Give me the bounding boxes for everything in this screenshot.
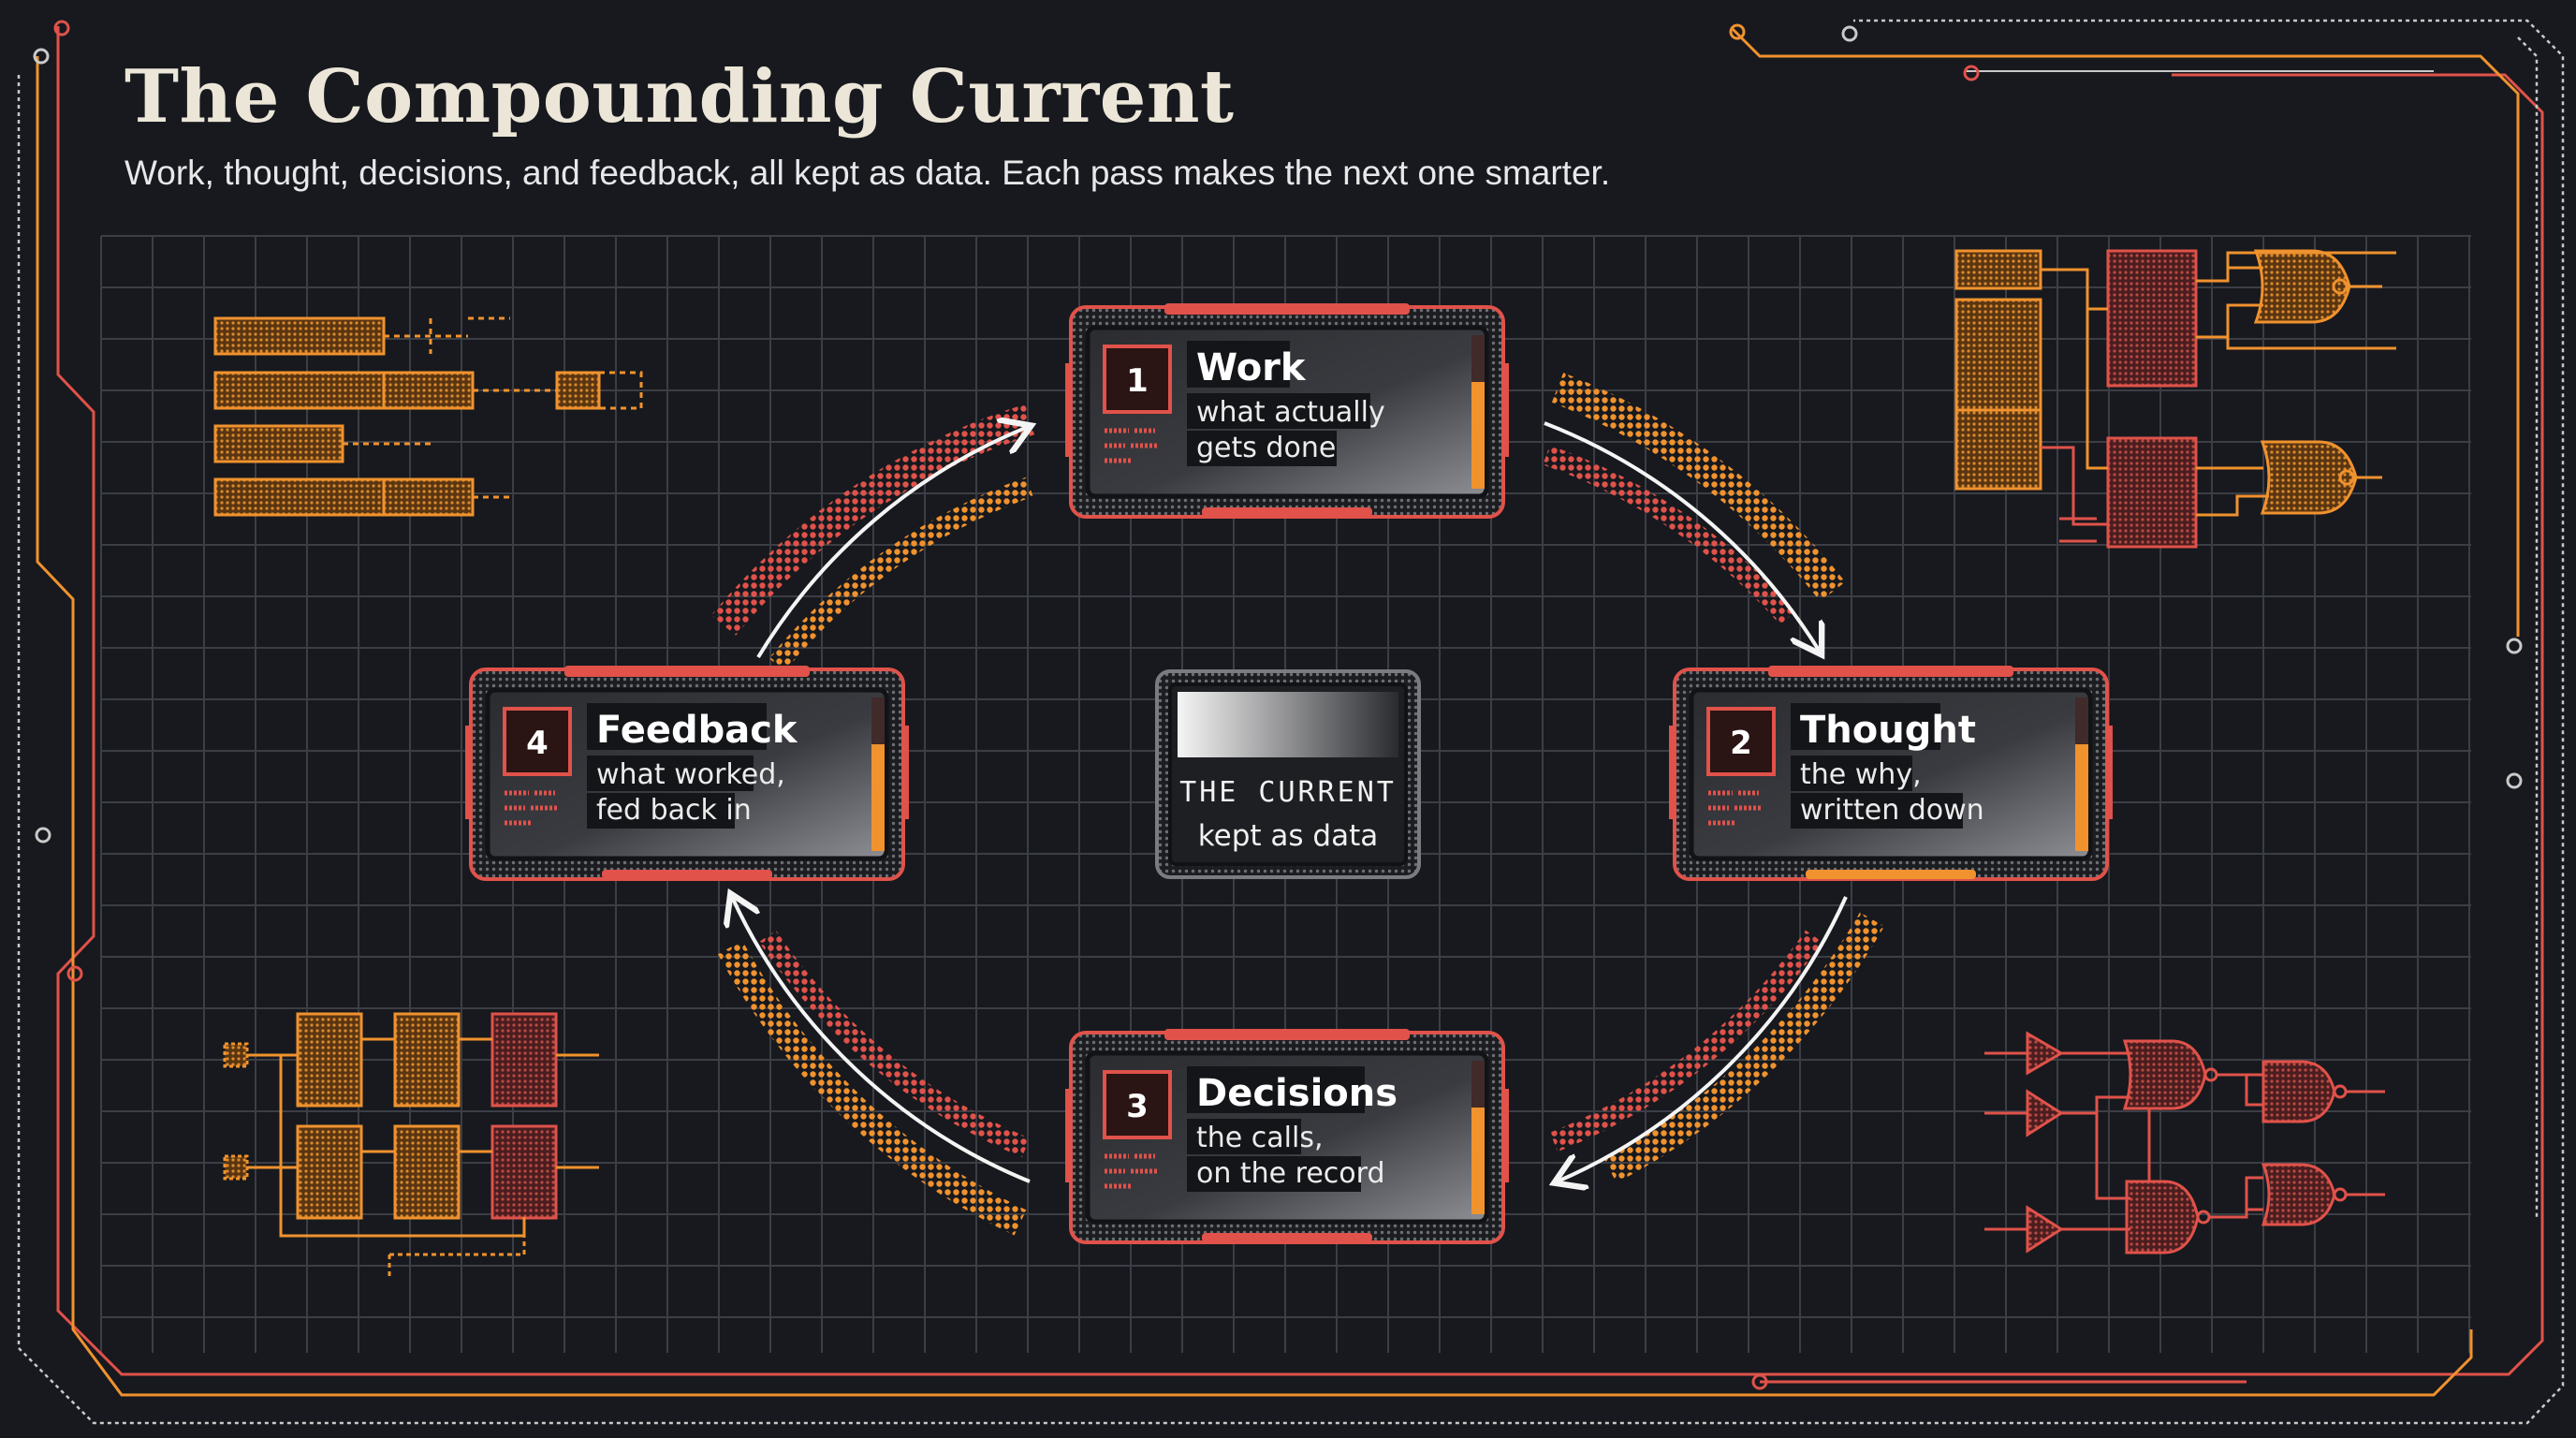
bar-register-decoration [213, 316, 643, 517]
hub-subtitle: kept as data [1198, 819, 1378, 853]
arrow-work-to-thought [1544, 421, 1820, 652]
page-title: The Compounding Current [124, 54, 1235, 139]
page-subtitle: Work, thought, decisions, and feedback, … [124, 154, 1611, 192]
register-decoration-bottom-left [223, 1012, 599, 1277]
cycle-arrows [732, 421, 1848, 1183]
hub-panel: THE CURRENT kept as data [1155, 669, 1421, 879]
logic-gate-decoration-bottom-right [1984, 1031, 2385, 1255]
hub-title: THE CURRENT [1179, 776, 1397, 809]
arrow-feedback-to-work [756, 427, 1028, 659]
arrow-thought-to-decisions [1558, 896, 1848, 1181]
step-name: Work [1196, 346, 1307, 389]
step-name: Feedback [596, 709, 798, 752]
step-card-feedback: 4 Feedback what worked, fed back in [465, 666, 909, 881]
step-number-badge: 3 [1126, 1088, 1149, 1125]
step-description-line2: on the record [1196, 1157, 1385, 1190]
logic-gate-decoration-top-right [1954, 249, 2396, 549]
step-description-line2: written down [1800, 794, 1984, 827]
step-card-decisions: 3 Decisions the calls, on the record [1065, 1029, 1509, 1244]
step-description-line1: what actually [1196, 396, 1385, 429]
step-number-badge: 2 [1730, 725, 1752, 762]
step-description-line1: what worked, [596, 758, 785, 791]
step-number-badge: 1 [1126, 362, 1149, 400]
step-name: Decisions [1196, 1072, 1398, 1115]
step-card-thought: 2 Thought the why, written down [1669, 666, 2113, 881]
step-number-badge: 4 [526, 725, 549, 762]
step-description-line1: the calls, [1196, 1122, 1323, 1154]
step-name: Thought [1800, 709, 1976, 752]
step-description-line1: the why, [1800, 758, 1922, 791]
circuit-frame [17, 19, 2565, 1425]
step-card-work: 1 Work what actually gets done [1065, 303, 1509, 519]
step-description-line2: fed back in [596, 794, 752, 827]
flow-ribbons [710, 373, 1884, 1236]
step-description-line2: gets done [1196, 432, 1336, 464]
arrow-decisions-to-feedback [732, 897, 1031, 1183]
